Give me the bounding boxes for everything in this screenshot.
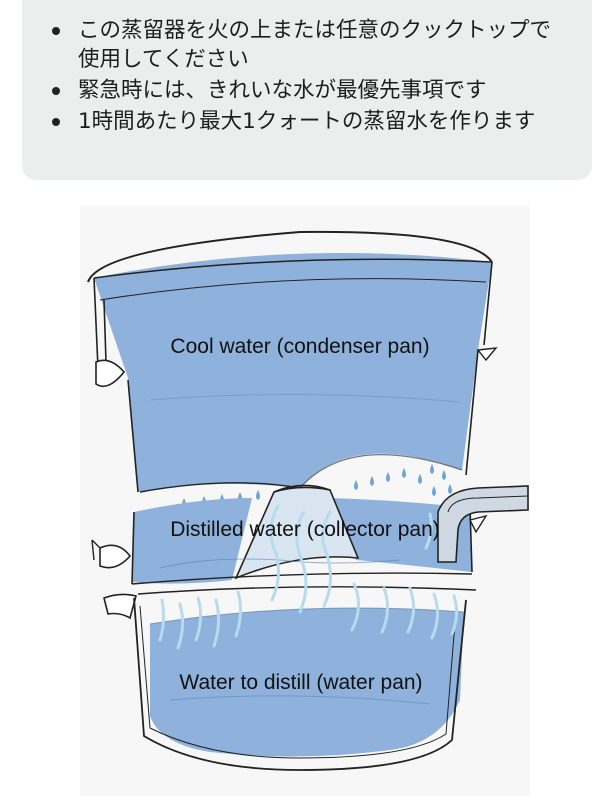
bullet-dot (52, 87, 60, 95)
feature-text: この蒸留器を火の上または任意のクックトップで使用してください (78, 18, 552, 72)
distiller-diagram: Cool water (condenser pan) Distilled wat… (80, 206, 530, 796)
feature-item: この蒸留器を火の上または任意のクックトップで使用してください (0, 16, 614, 74)
feature-list: この蒸留器を火の上または任意のクックトップで使用してください 緊急時には、きれい… (0, 16, 614, 138)
info-card (22, 0, 592, 180)
water-pan (103, 593, 467, 771)
feature-item: 緊急時には、きれいな水が最優先事項です (0, 76, 614, 105)
condenser-pan (87, 230, 498, 493)
condenser-label: Cool water (condenser pan) (170, 335, 429, 358)
feature-item: 1時間あたり最大1クォートの蒸留水を作ります (0, 107, 614, 136)
bullet-dot (52, 27, 60, 35)
water-pan-label: Water to distill (water pan) (179, 671, 422, 694)
vapor-wisps (158, 504, 459, 650)
distiller-svg: Cool water (condenser pan) Distilled wat… (80, 206, 530, 796)
collector-label: Distilled water (collector pan) (170, 518, 440, 541)
collector-pan (91, 484, 529, 595)
feature-text: 緊急時には、きれいな水が最優先事項です (78, 78, 487, 103)
feature-text: 1時間あたり最大1クォートの蒸留水を作ります (78, 109, 536, 134)
bullet-dot (52, 118, 60, 126)
